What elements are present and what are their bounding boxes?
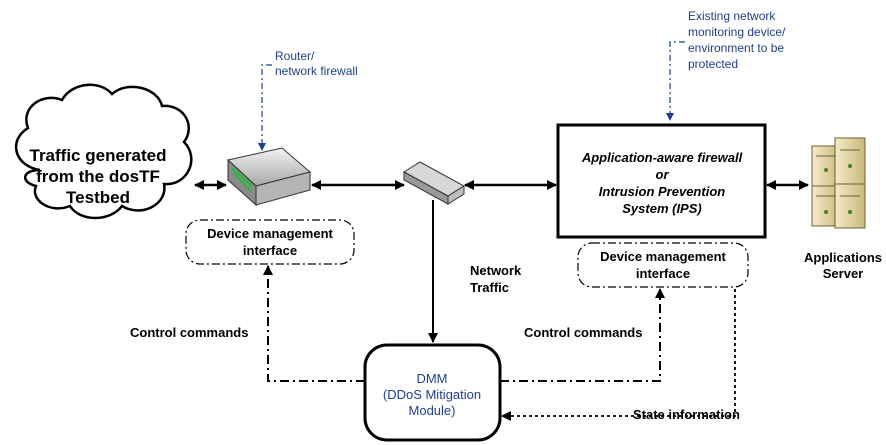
control-commands-left: Control commands (130, 325, 248, 340)
router-note-line-2: network firewall (275, 64, 358, 78)
control-commands-left-arrow (263, 265, 365, 382)
router-note-pointer (258, 64, 272, 151)
cloud-line-3: Testbed (66, 188, 130, 207)
monitor-note-line-2: monitoring device/ (688, 25, 786, 39)
firewall-line-3: Intrusion Prevention (599, 184, 725, 199)
firewall-line-2: or (656, 167, 670, 182)
monitor-note: Existing network monitoring device/ envi… (666, 9, 786, 121)
traffic-cloud: Traffic generated from the dosTF Testbed (14, 83, 193, 220)
firewall-line-4: System (IPS) (622, 201, 701, 216)
router-icon (226, 147, 312, 207)
control-commands-right-arrow (500, 288, 665, 382)
router-note-line-1: Router/ (275, 49, 315, 63)
firewall-line-1: Application-aware firewall (581, 150, 743, 165)
monitor-note-line-4: protected (688, 57, 738, 71)
app-server-line-2: Server (823, 266, 863, 281)
network-traffic-line-2: Traffic (470, 280, 509, 295)
left-device-management-interface: Device management interface (185, 219, 355, 265)
cloud-shape (14, 83, 193, 220)
dmm-line-3: Module) (409, 403, 456, 418)
monitor-note-line-3: environment to be (688, 41, 784, 55)
right-device-management-interface: Device management interface (577, 242, 749, 288)
network-traffic-line-1: Network (470, 263, 522, 278)
cloud-line-1: Traffic generated (30, 146, 167, 165)
cloud-line-2: from the dosTF (36, 167, 160, 186)
app-server-line-1: Applications (804, 250, 882, 265)
control-commands-right: Control commands (524, 325, 642, 340)
left-mgmt-line-1: Device management (207, 226, 333, 241)
dmm-line-1: DMM (416, 371, 447, 386)
right-mgmt-line-2: interface (636, 266, 690, 281)
switch-icon (403, 161, 465, 205)
firewall-ips-box: Application-aware firewall or Intrusion … (556, 123, 767, 239)
right-mgmt-line-1: Device management (600, 249, 726, 264)
dmm-line-2: (DDoS Mitigation (383, 387, 481, 402)
monitor-note-pointer (666, 41, 685, 121)
monitor-note-line-1: Existing network (688, 9, 776, 23)
state-information: State information (633, 407, 740, 422)
server-icon (811, 137, 866, 229)
router-note: Router/ network firewall (258, 49, 358, 151)
state-information-arrow (501, 289, 736, 421)
left-mgmt-line-2: interface (243, 243, 297, 258)
dmm-box: DMM (DDoS Mitigation Module) (363, 343, 502, 442)
